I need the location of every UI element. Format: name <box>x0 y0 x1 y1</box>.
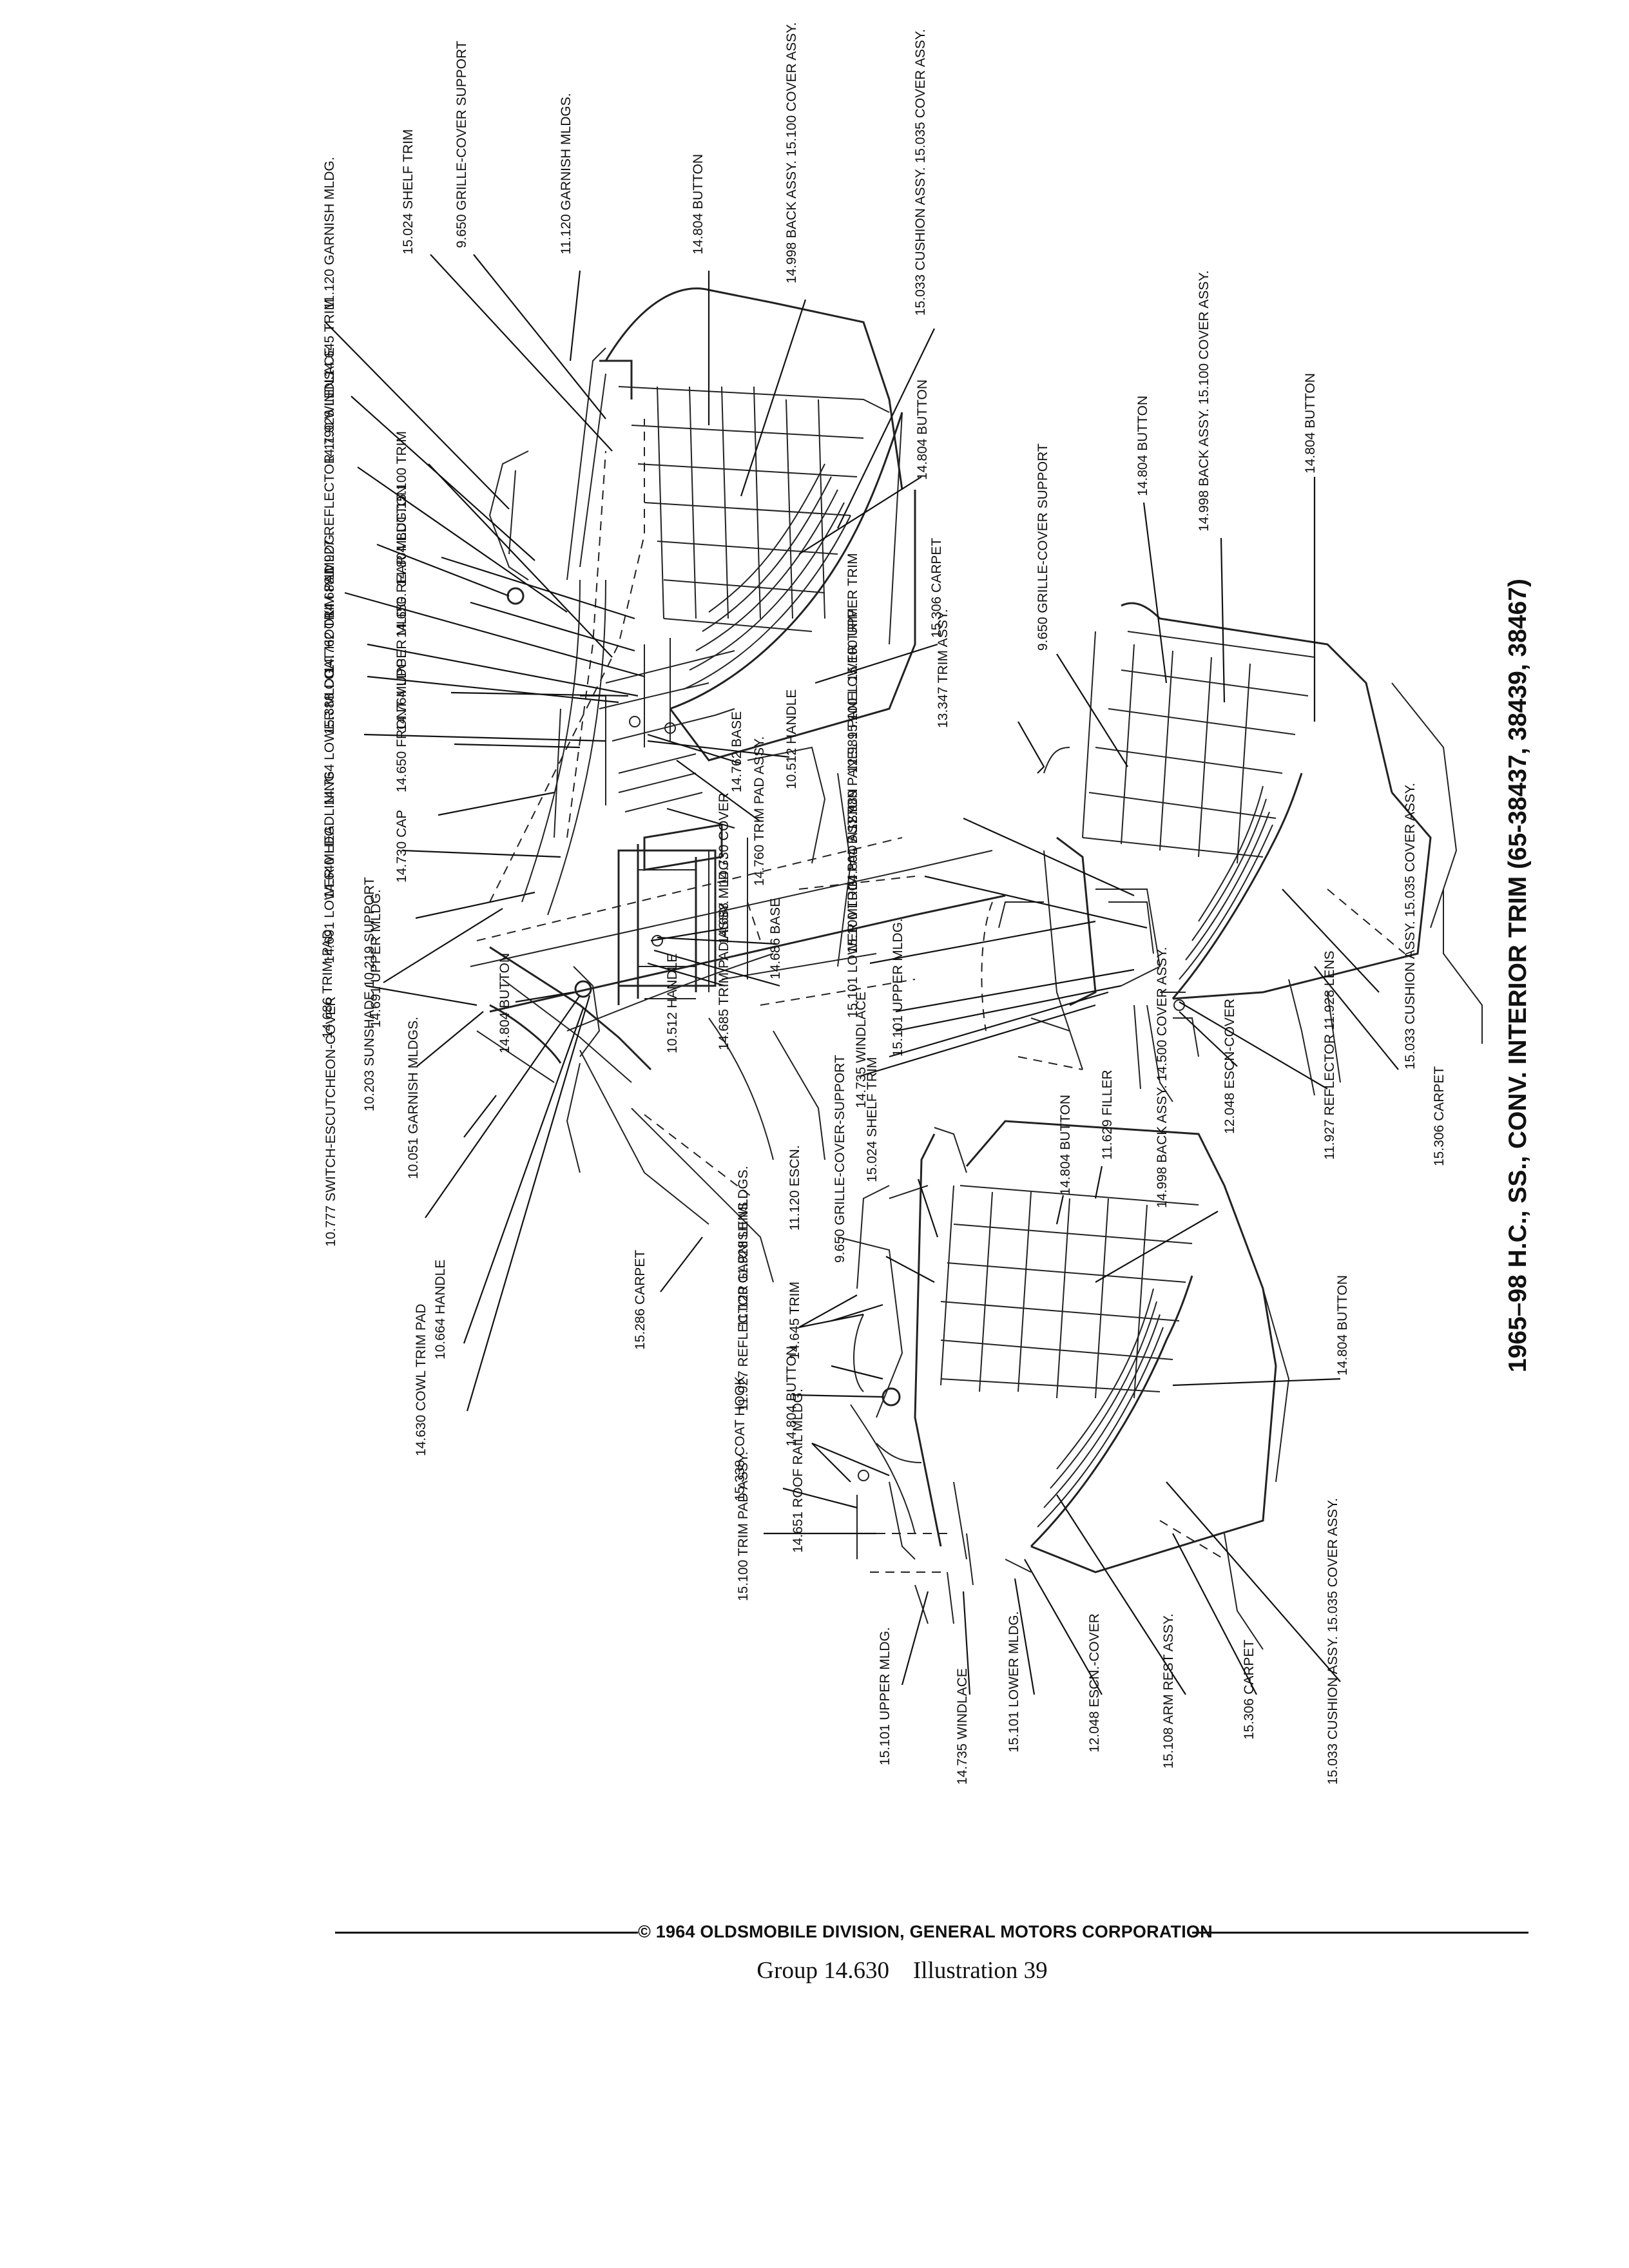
footer-rule-left <box>335 1932 638 1934</box>
illustration-caption: Group 14.630 Illustration 39 <box>757 1957 1048 1984</box>
callout-14-790-windlace: 14.790 WINDLACE <box>322 347 337 464</box>
callout-9-650-grille-cover-support-b: 9.650 GRILLE-COVER SUPPORT <box>1036 443 1050 651</box>
callout-11-927-reflector-a: 11.927 REFLECTOR 11.928 LENS <box>322 370 337 580</box>
diagram-title: 1965–98 H.C., SS., CONV. INTERIOR TRIM (… <box>1504 579 1532 1372</box>
callout-14-804-button-i: 14.804 BUTTON <box>1058 1095 1073 1195</box>
callout-14-651-roof-rail-mldg: 14.651 ROOF RAIL MLDG. <box>791 1389 805 1553</box>
callout-15-033-cushion-assy-a: 15.033 CUSHION ASSY. 15.035 COVER ASSY. <box>913 29 928 316</box>
callout-15-101-upper-mldg-b: 15.101 UPPER MLDG. <box>878 1627 892 1765</box>
callout-14-686-trim-pad: 14.686 TRIM-PAD <box>320 929 335 1039</box>
callout-14-685-trim-pad-assy: 14.685 TRIM PAD ASSY. <box>717 901 731 1050</box>
callout-15-388-coat-hook: 15.388 COAT HOOK <box>322 610 337 735</box>
callout-14-730-cap: 14.730 CAP <box>394 810 409 883</box>
callout-labels: 14.686 TRIM-PAD 10.203 SUNSHADE 10.219 S… <box>320 23 1447 1785</box>
callout-11-120-garnish-mldgs-a: 11.120 GARNISH MLDGS. <box>559 93 574 255</box>
bottom-view-drawing <box>837 1120 1290 1650</box>
callout-14-650-rear-mldg: 14.650 REAR MLDG. <box>394 508 409 638</box>
callout-14-804-button-g: 14.804 BUTTON <box>1303 373 1318 474</box>
callout-14-650-front-mldg: 14.650 FRONT MLDG. <box>394 655 409 793</box>
callout-14-691-lower-mldg: 14.691 LOWER MLDG. <box>322 822 337 963</box>
callout-14-804-button-d: 14.804 BUTTON <box>915 380 930 480</box>
callout-14-804-button-e: 14.804 BUTTON <box>845 789 860 889</box>
callout-14-630-cowl-trim-pad: 14.630 COWL TRIM PAD <box>414 1303 429 1456</box>
callout-15-024-shelf-trim-a: 15.024 SHELF TRIM <box>401 129 416 255</box>
callout-15-286-carpet: 15.286 CARPET <box>633 1250 648 1350</box>
callout-15-100-trim: 15.100 TRIM <box>394 431 409 509</box>
callout-13-347-trim-assy: 13.347 TRIM ASSY. <box>936 609 950 728</box>
callout-14-764-upper-mldg: 14.764 UPPER MLDG. <box>394 593 409 731</box>
callout-15-024-shelf-trim-b: 15.024 SHELF TRIM <box>865 1057 880 1182</box>
callout-12-048-escn-cover-a: 12.048 ESCN-COVER <box>1222 999 1237 1134</box>
callout-15-100-trim-pad-assy-b: 15.100 TRIM PAD ASSY. <box>736 1452 751 1601</box>
callout-14-804-button-h: 14.804 BUTTON <box>784 1346 799 1446</box>
callout-14-998-back-assy-a: 14.998 BACK ASSY. 15.100 COVER ASSY. <box>784 23 799 284</box>
callout-14-688-mldg-a: 14.688 MLDG. <box>322 530 337 619</box>
callout-11-927-reflector-b: 11.927 REFLECTOR 11.928 LENS <box>1322 950 1337 1160</box>
callout-14-764-lower-mldg: 14.764 LOWER MLDG. <box>322 664 337 805</box>
callout-14-645-trim-a: 14.645 TRIM <box>322 299 337 377</box>
callout-15-108-arm-rest-assy: 15.108 ARM REST ASSY. <box>1161 1613 1176 1769</box>
callout-15-338-coat-hook: 15.338 COAT HOOK <box>733 1376 747 1501</box>
copyright-line: © 1964 OLDSMOBILE DIVISION, GENERAL MOTO… <box>638 1922 1213 1941</box>
callout-14-691-upper-mldg: 14.691 UPPER MLDG. <box>369 889 383 1028</box>
callout-11-629-filler: 11.629 FILLER <box>1100 1070 1115 1160</box>
callout-14-804-button-f: 14.804 BUTTON <box>1135 396 1150 496</box>
callout-15-306-carpet-c: 15.306 CARPET <box>1242 1640 1257 1740</box>
callout-14-804-button-c: 14.804 BUTTON <box>691 154 706 255</box>
callout-14-688-mldg-b: 14.688 MLDG. <box>717 856 731 944</box>
callout-12-048-escn-cover-b: 12.048 ESCN.-COVER <box>1087 1613 1102 1753</box>
callout-14-735-windlace-b: 14.735 WINDLACE <box>955 1668 970 1785</box>
callout-15-101-upper-mldg-a: 15.101 UPPER MLDG. <box>891 918 905 1057</box>
callout-11-120-escn: 11.120 ESCN. <box>787 1145 802 1231</box>
callout-10-777-switch-escutcheon-cover: 10.777 SWITCH-ESCUTCHEON-COVER <box>323 996 338 1247</box>
callout-9-650-grille-cover-support-c: 9.650 GRILLE-COVER-SUPPORT <box>833 1055 847 1263</box>
right-view-drawing <box>981 602 1483 1102</box>
callout-14-735-windlace-a: 14.735 WINDLACE <box>854 992 869 1108</box>
callout-14-804-button-j: 14.804 BUTTON <box>1335 1275 1350 1376</box>
callout-12-989-panel-lower-trim: 12.989 PANEL 15.100 LOWER TRIM <box>845 608 860 831</box>
callout-14-804-button-a: 14.804 BUTTON <box>497 953 512 1053</box>
callout-10-203-sunshade: 10.203 SUNSHADE 10.219 SUPPORT <box>362 877 377 1111</box>
callout-10-512-handle-b: 10.512 HANDLE <box>665 954 680 1053</box>
callout-15-033-cushion-assy-c: 15.033 CUSHION ASSY. 15.035 COVER ASSY. <box>1325 1498 1340 1785</box>
callout-14-762-base: 14.762 BASE <box>729 711 744 793</box>
callout-14-760-trim-pad-assy: 14.760 TRIM PAD ASSY. <box>752 736 767 886</box>
callout-15-306-carpet-a: 15.306 CARPET <box>929 538 944 638</box>
diagram-artwork <box>470 287 1483 1650</box>
footer-rule-right <box>1192 1932 1528 1934</box>
callout-15-100-trim-pad-assy-a: 15.100 TRIM PAD ASSY. <box>845 804 860 954</box>
callout-14-730-cover: 14.730 COVER <box>717 793 731 886</box>
callout-14-804-button-b: 14.804 BUTTON <box>394 486 409 586</box>
callout-10-051-garnish-mldgs: 10.051 GARNISH MLDGS. <box>406 1017 421 1179</box>
callout-11-120-garnish-mldg: 11.120 GARNISH MLDG. <box>322 157 337 309</box>
callout-12-989-panel-upper-trim: 12.989 PANEL 15.100 UPPER TRIM <box>845 553 860 773</box>
callout-14-998-back-assy-c: 14.998 BACK ASSY. 14.500 COVER ASSY. <box>1155 947 1170 1209</box>
callout-11-120-garnish-mldgs-b: 11.120 GARNISH MLDGS. <box>736 1166 751 1327</box>
callout-11-927-reflector-c: 11.927 REFLECTOR 11.928 LENS <box>736 1202 751 1411</box>
callout-9-650-grille-cover-support-a: 9.650 GRILLE-COVER SUPPORT <box>454 41 469 248</box>
callout-15-306-carpet-b: 15.306 CARPET <box>1432 1066 1447 1166</box>
leader-lines <box>325 254 1399 1695</box>
callout-15-033-cushion-assy-b: 15.033 CUSHION ASSY. 15.035 COVER ASSY. <box>1403 783 1418 1070</box>
callout-15-101-lower-mldg-b: 15.101 LOWER MLDG. <box>1007 1611 1021 1753</box>
callout-14-686-base: 14.686 BASE <box>768 898 783 979</box>
callout-14-998-back-assy-b: 14.998 BACK ASSY. 15.100 COVER ASSY. <box>1197 271 1211 532</box>
callout-10-512-handle-a: 10.512 HANDLE <box>784 689 799 789</box>
callout-14-645-trim-b: 14.645 TRIM <box>787 1282 802 1360</box>
callout-15-101-lower-mldg-a: 15.101 LOWER MLDG. <box>845 877 860 1018</box>
callout-10-664-handle: 10.664 HANDLE <box>433 1260 448 1360</box>
callout-14-640-headlining: 14.640 HEADLINING <box>322 771 337 899</box>
callout-14-762-trim-pad: 14.762 TRIM PAD <box>322 565 337 673</box>
